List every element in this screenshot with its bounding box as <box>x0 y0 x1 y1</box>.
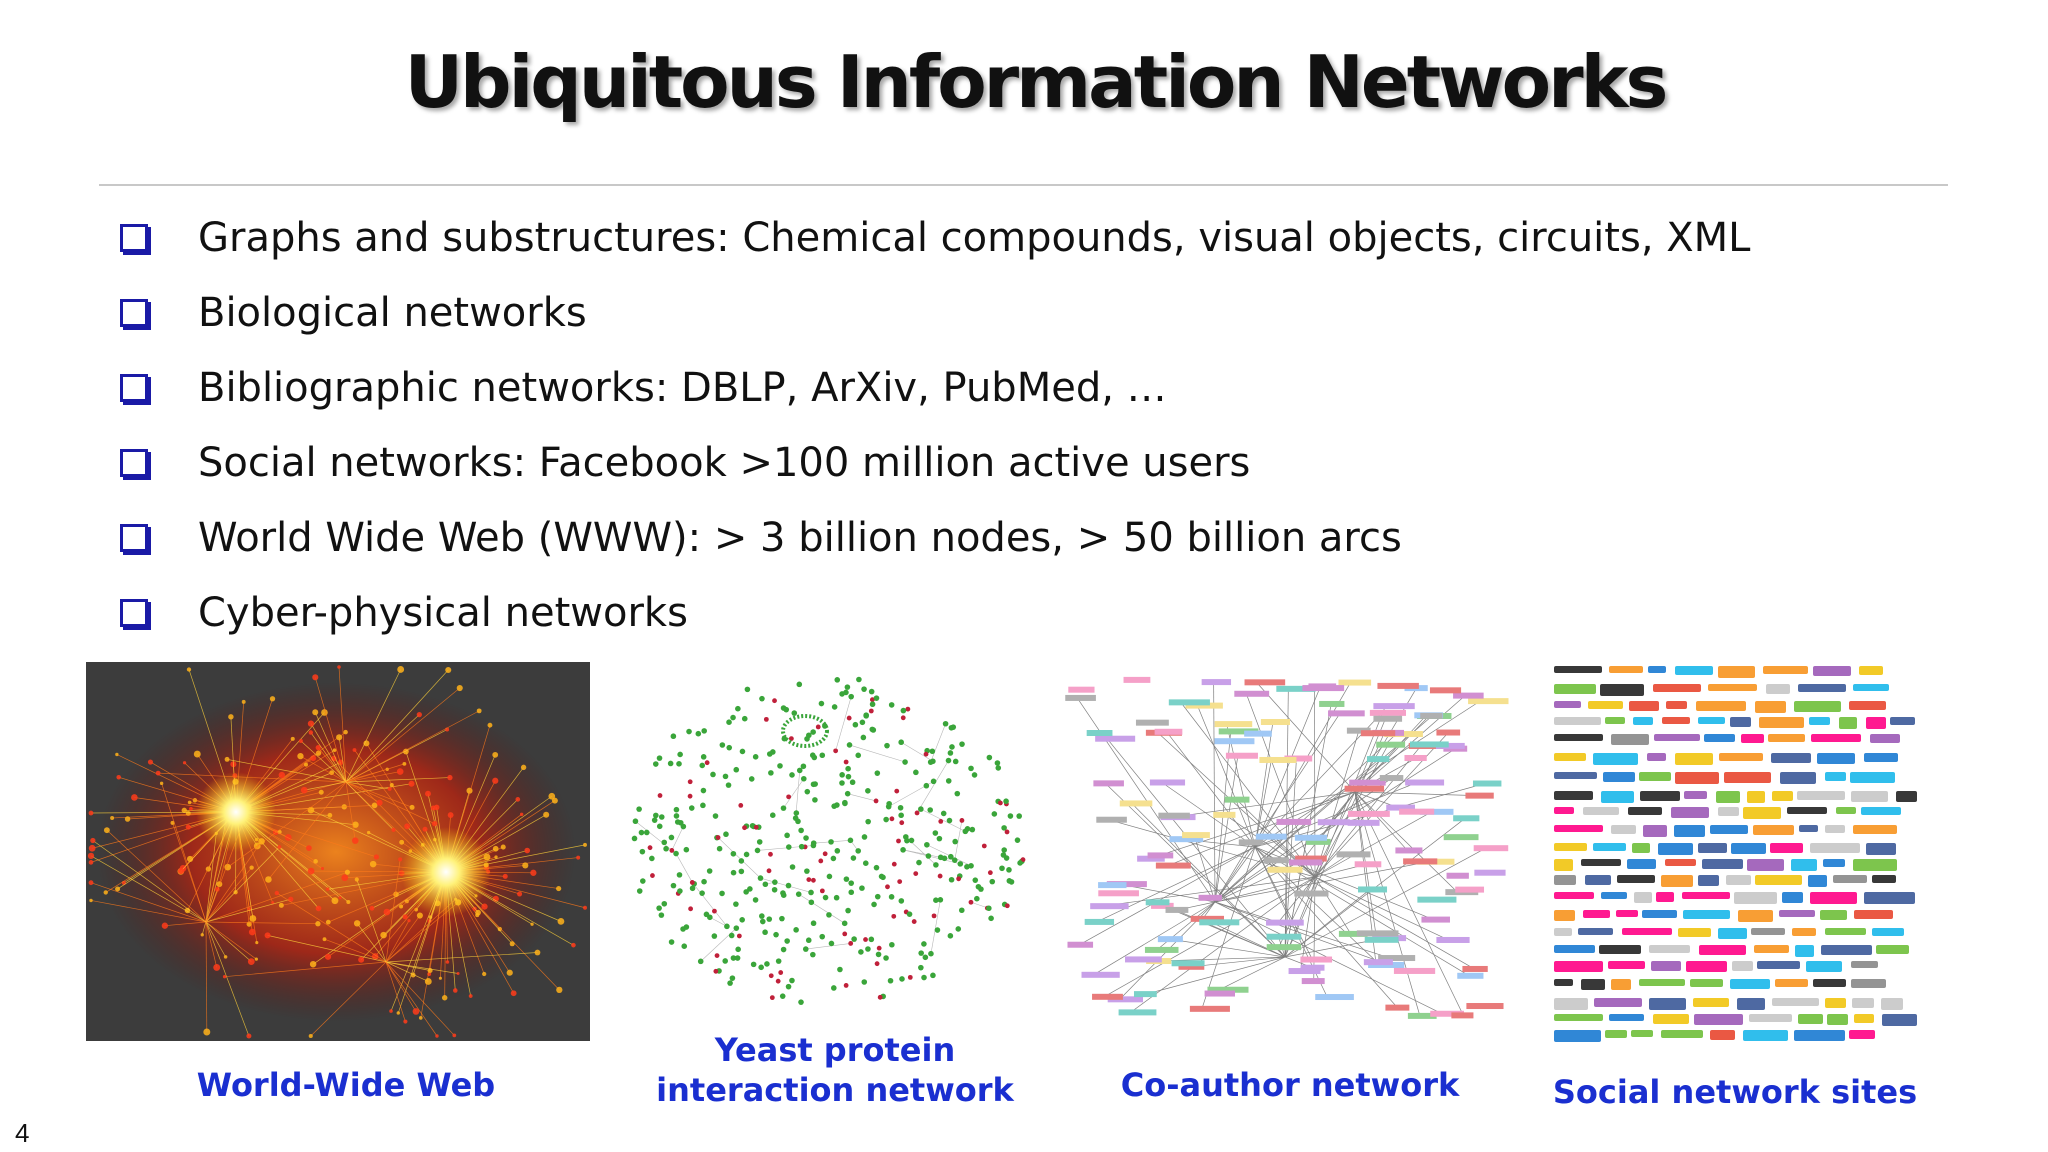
bullet-text: Biological networks <box>198 289 587 336</box>
coauthor-caption: Co-author network <box>1120 1066 1460 1104</box>
checkbox-icon <box>120 598 148 627</box>
checkbox-icon <box>120 448 148 477</box>
yeast-caption: Yeast protein interaction network <box>620 1030 1050 1110</box>
bullet-item: Social networks: Facebook >100 million a… <box>120 425 1750 500</box>
bullet-item: Cyber-physical networks <box>120 575 1750 650</box>
slide-title: Ubiquitous Information Networks <box>404 40 1669 124</box>
bullet-text: World Wide Web (WWW): > 3 billion nodes,… <box>198 514 1402 561</box>
social-sites-collage <box>1548 658 1924 1050</box>
www-caption: World-Wide Web <box>196 1066 496 1104</box>
bullet-item: Bibliographic networks: DBLP, ArXiv, Pub… <box>120 350 1750 425</box>
checkbox-icon <box>120 298 148 327</box>
bullet-text: Social networks: Facebook >100 million a… <box>198 439 1251 486</box>
bullet-item: Graphs and substructures: Chemical compo… <box>120 200 1750 275</box>
bullet-text: Bibliographic networks: DBLP, ArXiv, Pub… <box>198 364 1167 411</box>
checkbox-icon <box>120 523 148 552</box>
bullet-list: Graphs and substructures: Chemical compo… <box>120 200 1750 650</box>
title-divider <box>99 184 1948 186</box>
social-caption: Social network sites <box>1552 1073 1918 1111</box>
bullet-text: Graphs and substructures: Chemical compo… <box>198 214 1751 261</box>
bullet-item: Biological networks <box>120 275 1750 350</box>
www-graph-image <box>86 662 590 1041</box>
bullet-text: Cyber-physical networks <box>198 589 688 636</box>
yeast-caption-line2: interaction network <box>656 1071 1014 1109</box>
yeast-network-image <box>615 668 1040 1013</box>
checkbox-icon <box>120 373 148 402</box>
coauthor-network-image <box>1055 662 1525 1027</box>
bullet-item: World Wide Web (WWW): > 3 billion nodes,… <box>120 500 1750 575</box>
checkbox-icon <box>120 223 148 252</box>
page-number: 4 <box>15 1118 30 1148</box>
yeast-caption-line1: Yeast protein <box>714 1031 956 1069</box>
